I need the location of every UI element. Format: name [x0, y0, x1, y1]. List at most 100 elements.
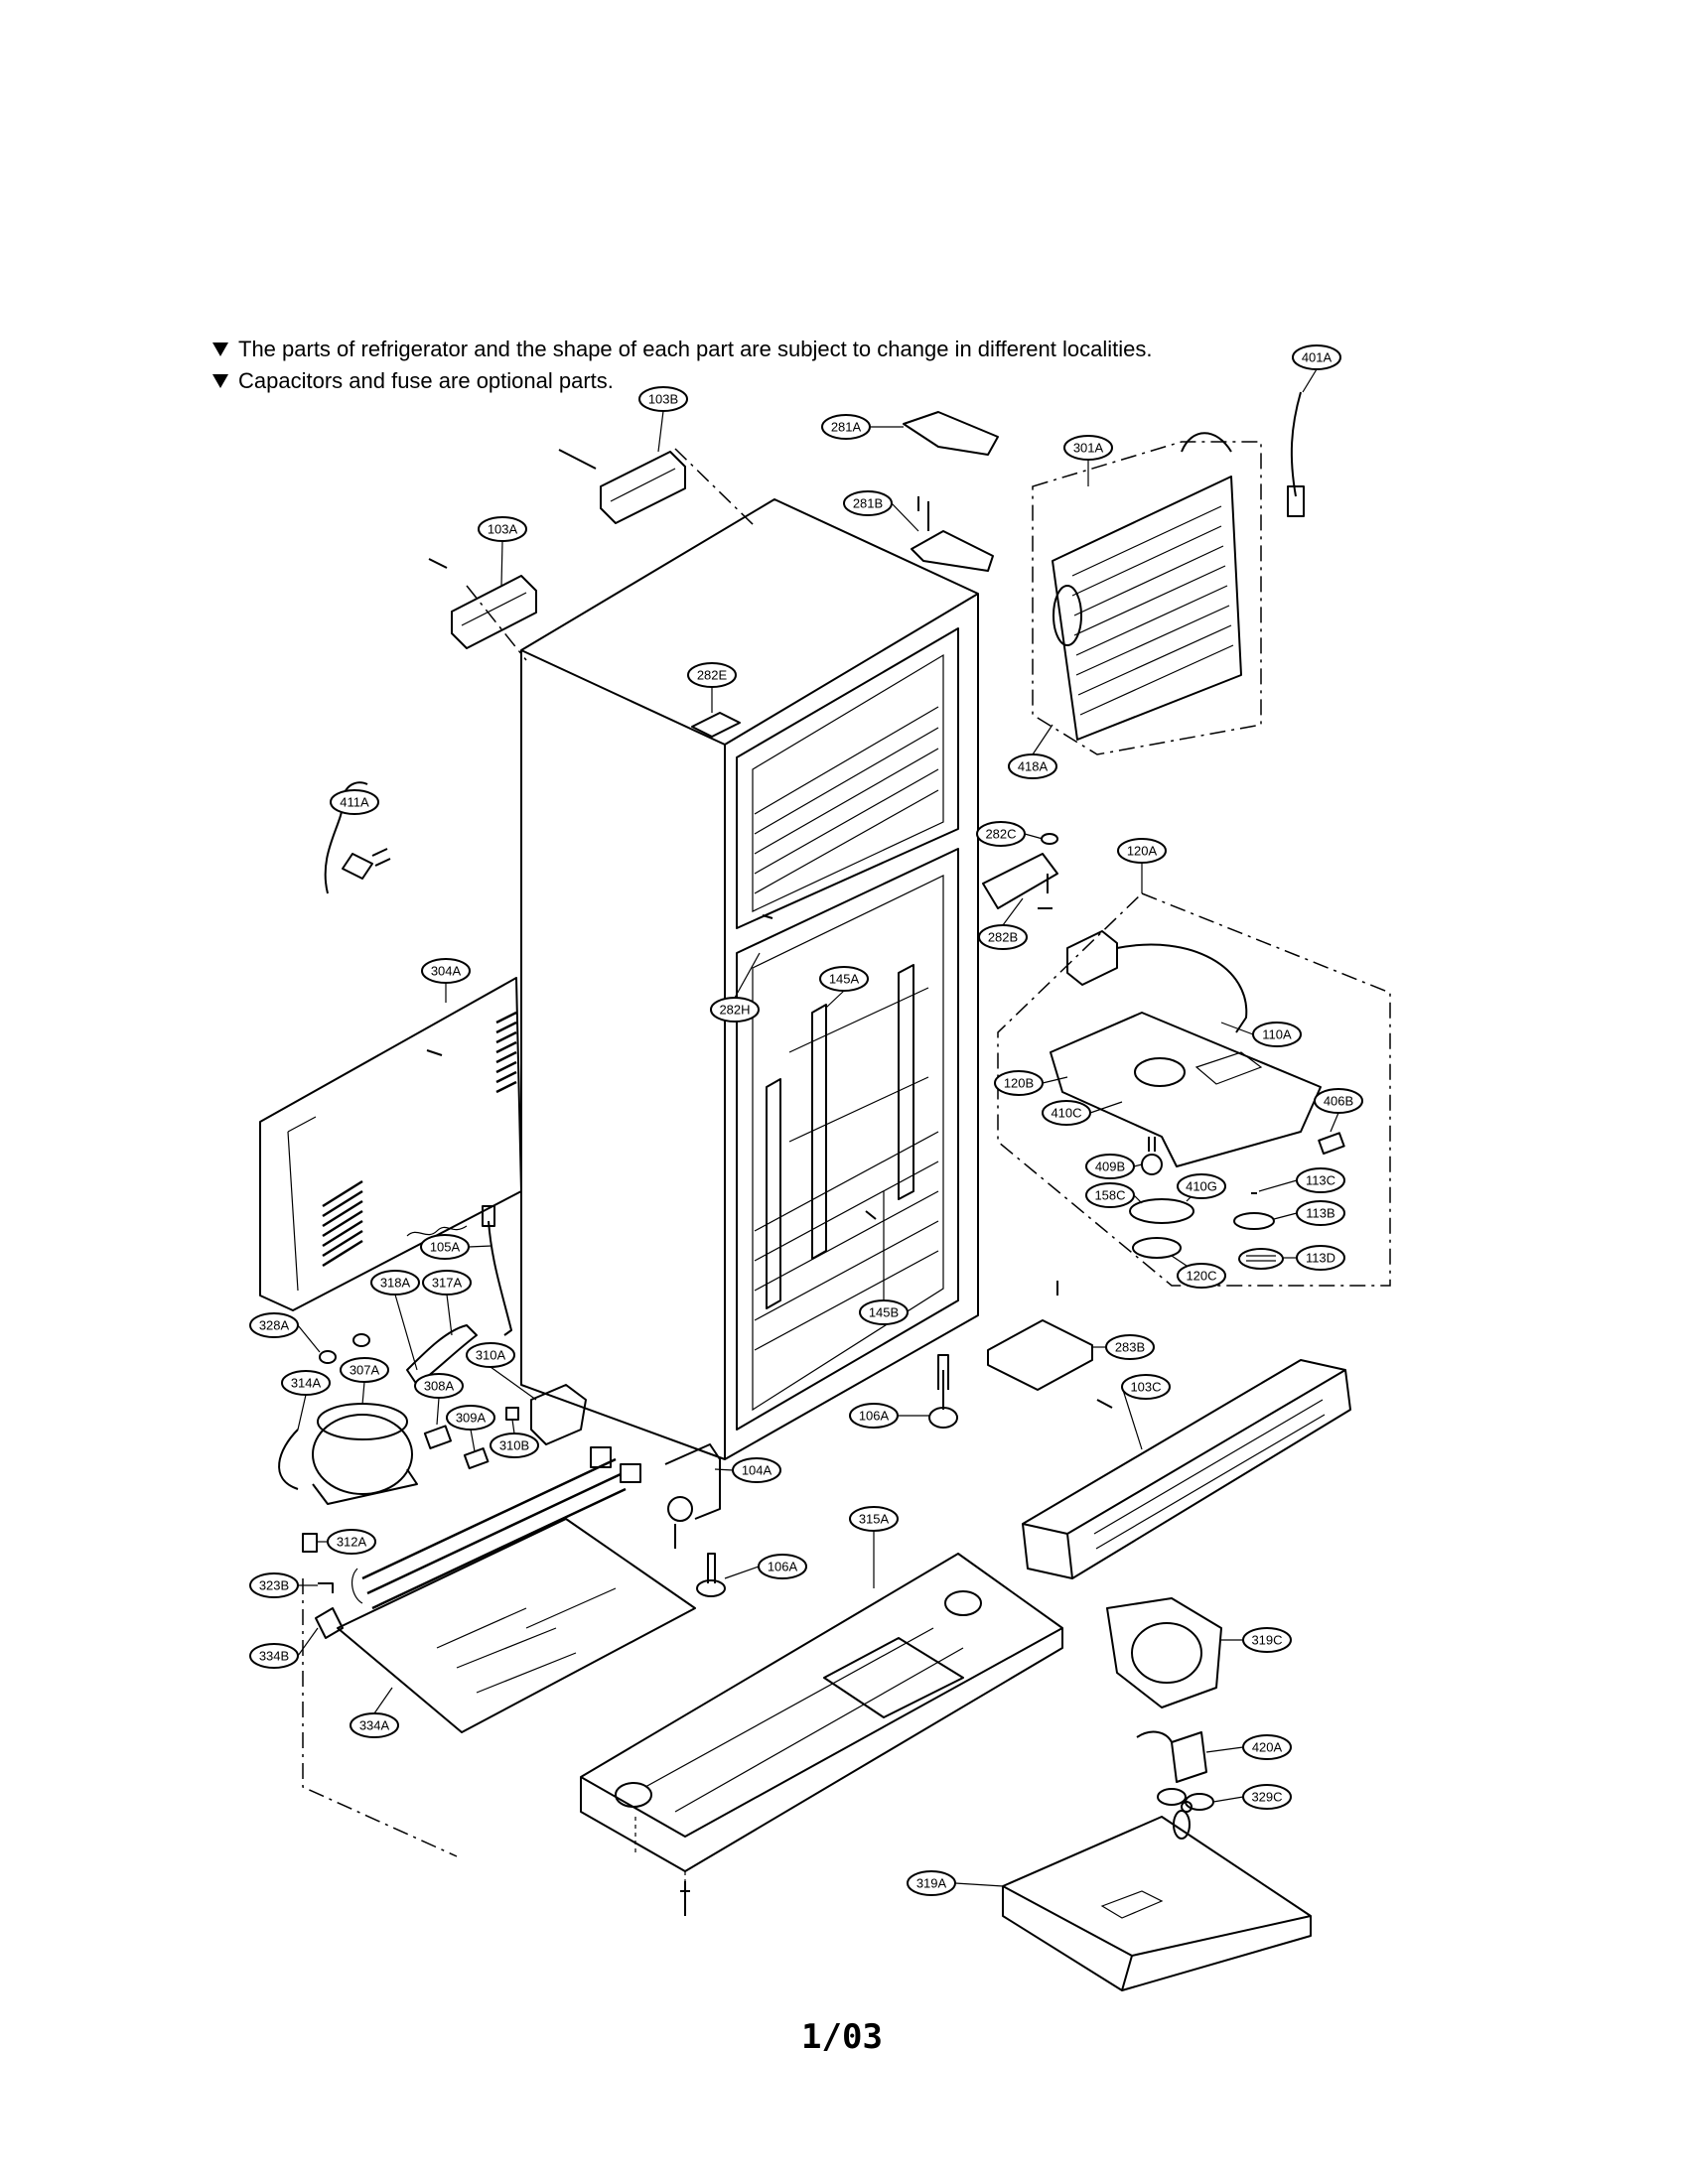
fan-blade [1157, 1788, 1214, 1840]
base-grille [1022, 1359, 1351, 1579]
svg-text:312A: 312A [337, 1535, 367, 1550]
svg-text:301A: 301A [1073, 441, 1104, 456]
note-line: The parts of refrigerator and the shape … [212, 334, 1152, 365]
svg-text:410G: 410G [1186, 1179, 1217, 1194]
svg-text:418A: 418A [1018, 759, 1049, 774]
svg-text:401A: 401A [1302, 350, 1333, 365]
hinge-cover [903, 411, 999, 456]
callout-309A: 309A [446, 1405, 495, 1452]
callout-410C: 410C [1042, 1100, 1123, 1126]
svg-text:308A: 308A [424, 1379, 455, 1394]
callout-120A: 120A [1117, 838, 1167, 893]
svg-text:120C: 120C [1186, 1269, 1216, 1284]
svg-text:317A: 317A [432, 1276, 463, 1291]
svg-text:282C: 282C [985, 827, 1016, 842]
svg-text:120B: 120B [1004, 1076, 1034, 1091]
callout-319A: 319A [907, 1870, 1004, 1896]
callout-120B: 120B [994, 1070, 1068, 1096]
callout-304A: 304A [421, 958, 471, 1003]
fan-motor [1171, 1731, 1207, 1783]
svg-text:113B: 113B [1306, 1206, 1334, 1221]
callout-105A: 105A [420, 1234, 492, 1260]
callout-103C: 103C [1121, 1374, 1171, 1450]
note-line: Capacitors and fuse are optional parts. [212, 365, 1152, 397]
callout-282E: 282E [687, 662, 737, 713]
svg-text:420A: 420A [1252, 1740, 1283, 1755]
door-cap-top [558, 449, 686, 524]
note-text: Capacitors and fuse are optional parts. [238, 368, 614, 393]
callout-282C: 282C [976, 821, 1044, 847]
condenser-plate [337, 1457, 696, 1733]
svg-text:104A: 104A [742, 1463, 772, 1478]
svg-text:314A: 314A [291, 1376, 322, 1391]
note-text: The parts of refrigerator and the shape … [238, 337, 1153, 361]
callout-103B: 103B [638, 386, 688, 453]
callout-314A: 314A [281, 1370, 331, 1431]
callout-282H: 282H [710, 952, 761, 1023]
svg-text:120A: 120A [1127, 844, 1158, 859]
callout-301A: 301A [1063, 435, 1113, 486]
callout-158C: 158C [1085, 1182, 1143, 1208]
leveling-leg [707, 1553, 716, 1583]
compressor [278, 1403, 418, 1505]
svg-text:103C: 103C [1130, 1380, 1161, 1395]
svg-text:411A: 411A [340, 795, 369, 810]
callout-315A: 315A [849, 1506, 899, 1588]
callout-410G: 410G [1177, 1173, 1226, 1202]
drain-pan [1002, 1816, 1312, 1991]
svg-text:105A: 105A [430, 1240, 461, 1255]
callout-334A: 334A [350, 1687, 399, 1738]
svg-text:106A: 106A [768, 1560, 798, 1574]
callout-113D: 113D [1283, 1245, 1345, 1271]
callout-406B: 406B [1314, 1088, 1363, 1133]
svg-text:113D: 113D [1306, 1251, 1335, 1266]
callout-120C: 120C [1171, 1255, 1226, 1289]
callout-110A: 110A [1220, 1022, 1302, 1047]
svg-text:145A: 145A [829, 972, 860, 987]
svg-text:103B: 103B [648, 392, 678, 407]
svg-text:409B: 409B [1095, 1160, 1125, 1174]
callout-145A: 145A [819, 966, 869, 1009]
svg-text:103A: 103A [488, 522, 518, 537]
callout-329C: 329C [1212, 1784, 1292, 1810]
fan-shroud [1106, 1597, 1222, 1708]
machine-base-plate [580, 1553, 1063, 1916]
callout-401A: 401A [1292, 344, 1341, 393]
protector [423, 1425, 453, 1449]
back-cover [259, 977, 522, 1311]
callout-282B: 282B [978, 897, 1028, 950]
lower-hinge [664, 1443, 721, 1520]
svg-text:309A: 309A [456, 1411, 487, 1426]
svg-text:110A: 110A [1262, 1027, 1292, 1042]
evaporator [1052, 432, 1242, 741]
callout-418A: 418A [1008, 724, 1057, 779]
callout-106A-top: 106A [849, 1403, 929, 1429]
svg-text:329C: 329C [1251, 1790, 1282, 1805]
svg-text:323B: 323B [259, 1578, 289, 1593]
svg-text:304A: 304A [431, 964, 462, 979]
svg-text:282E: 282E [697, 668, 728, 683]
svg-text:315A: 315A [859, 1512, 890, 1527]
svg-text:334B: 334B [259, 1649, 289, 1664]
callout-420A: 420A [1205, 1734, 1292, 1760]
callout-283B: 283B [1092, 1334, 1155, 1360]
callout-281B: 281B [843, 490, 919, 532]
callout-319C: 319C [1221, 1627, 1292, 1653]
svg-text:406B: 406B [1324, 1094, 1353, 1109]
callout-411A: 411A [330, 789, 379, 815]
svg-text:158C: 158C [1094, 1188, 1125, 1203]
screws [426, 496, 919, 1892]
svg-text:113C: 113C [1306, 1173, 1335, 1188]
svg-text:310A: 310A [476, 1348, 506, 1363]
callout-308A: 308A [414, 1373, 464, 1426]
svg-text:307A: 307A [350, 1363, 380, 1378]
callout-307A: 307A [340, 1357, 389, 1406]
starter [530, 1384, 587, 1445]
notes-block: The parts of refrigerator and the shape … [212, 334, 1152, 397]
callout-317A: 317A [422, 1270, 472, 1336]
triangle-bullet-icon [212, 342, 228, 356]
triangle-bullet-icon [212, 374, 228, 388]
callout-104A: 104A [714, 1457, 781, 1483]
middle-hinge [982, 833, 1058, 909]
